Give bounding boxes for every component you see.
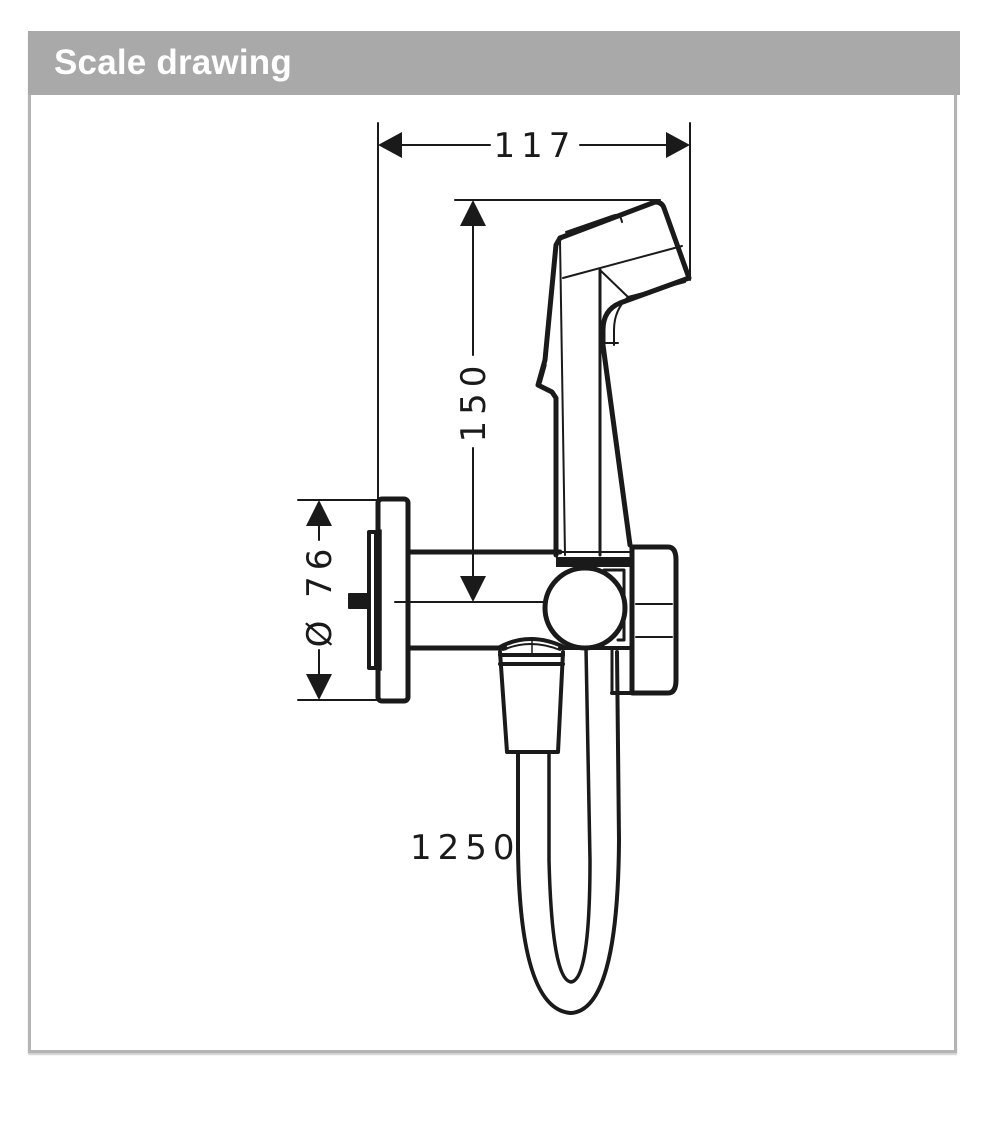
diameter-dimension — [297, 499, 381, 701]
panel-title: Scale drawing — [54, 43, 292, 82]
wall-plate — [348, 496, 411, 704]
width-dimension — [377, 122, 691, 501]
diameter-label: Ø 76 — [300, 543, 340, 648]
hose — [516, 646, 621, 1015]
height-dimension — [394, 199, 661, 603]
hose-length-label: 1250 — [410, 828, 521, 868]
width-label: 117 — [494, 126, 577, 166]
valve-knob — [542, 565, 628, 651]
height-label: 150 — [454, 360, 494, 443]
hose-connector — [496, 637, 568, 754]
hand-shower — [535, 199, 692, 567]
holder-block — [610, 544, 679, 696]
panel-header: Scale drawing — [28, 31, 960, 95]
scale-drawing-panel: Scale drawing — [28, 31, 960, 1053]
